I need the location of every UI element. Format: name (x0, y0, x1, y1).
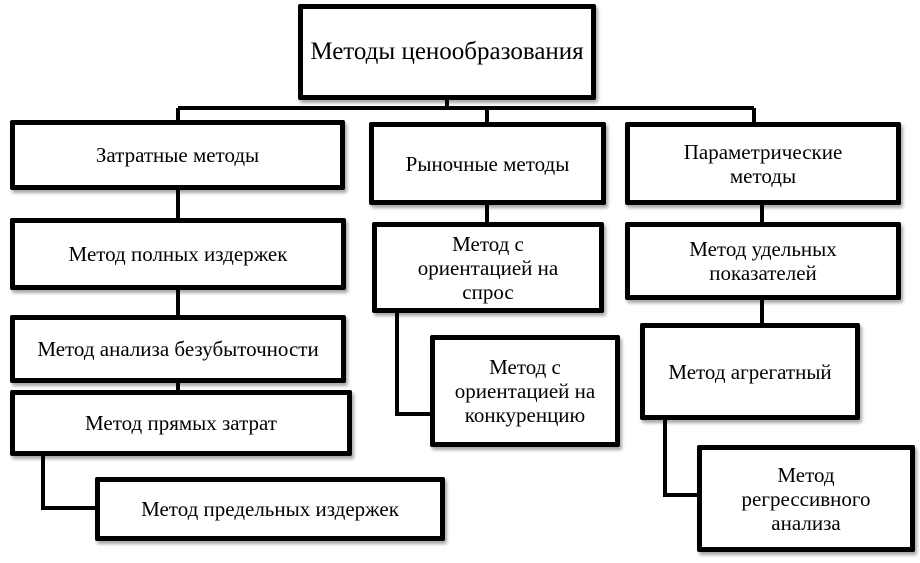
unit-indicators-box: Метод удельных показателей (625, 222, 901, 300)
marginal-cost-label: Метод предельных издержек (141, 497, 399, 521)
full-cost-box: Метод полных издержек (10, 218, 346, 290)
connector-param-regression (663, 420, 697, 497)
parametric-methods-label: Параметрические методы (683, 139, 843, 188)
connector-cost-marginal (41, 456, 95, 510)
aggregate-box: Метод агрегатный (640, 323, 860, 420)
regression-box: Метод регрессивного анализа (697, 445, 915, 552)
root-label: Методы ценообразования (310, 38, 584, 65)
connector-market-competition (395, 313, 430, 416)
cost-methods-box: Затратные методы (10, 120, 345, 190)
competition-oriented-label: Метод с ориентацией на конкуренцию (454, 355, 596, 427)
connector-param (752, 108, 764, 323)
regression-label: Метод регрессивного анализа (741, 462, 871, 535)
market-methods-box: Рыночные методы (369, 122, 606, 205)
direct-cost-label: Метод прямых затрат (85, 411, 277, 435)
demand-oriented-label: Метод с ориентацией на спрос (417, 231, 559, 304)
root-box: Методы ценообразования (298, 4, 596, 100)
market-methods-label: Рыночные методы (405, 151, 570, 176)
parametric-methods-box: Параметрические методы (625, 122, 901, 205)
breakeven-box: Метод анализа безубыточности (10, 315, 346, 383)
marginal-cost-box: Метод предельных издержек (95, 477, 445, 541)
connector-root (178, 100, 754, 110)
demand-oriented-box: Метод с ориентацией на спрос (372, 222, 604, 313)
unit-indicators-label: Метод удельных показателей (689, 237, 837, 285)
cost-methods-label: Затратные методы (95, 143, 260, 167)
direct-cost-box: Метод прямых затрат (10, 390, 352, 456)
aggregate-label: Метод агрегатный (668, 359, 832, 384)
full-cost-label: Метод полных издержек (68, 242, 288, 266)
competition-oriented-box: Метод с ориентацией на конкуренцию (430, 335, 620, 447)
breakeven-label: Метод анализа безубыточности (37, 337, 319, 361)
